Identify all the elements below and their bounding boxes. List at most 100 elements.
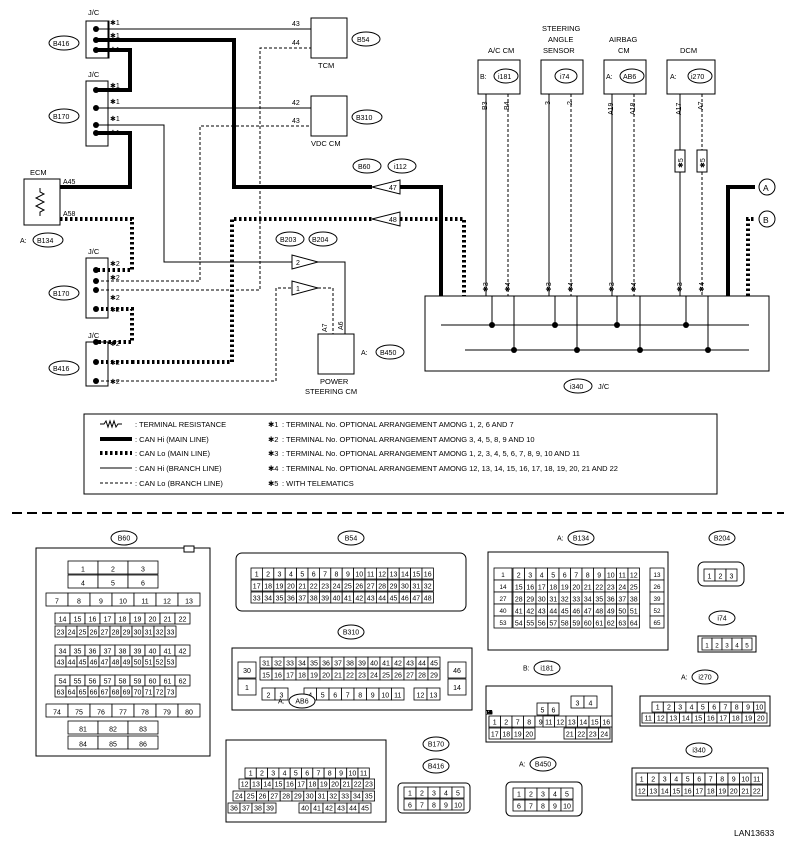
i74-pin: 5 (745, 643, 749, 650)
b310-pin: 22 (346, 673, 354, 680)
b170-pin: 9 (444, 803, 448, 810)
b204-pin: 1 (708, 574, 712, 581)
legend-text: : CAN Lo (BRANCH LINE) (135, 479, 223, 488)
i181-cell (523, 727, 536, 740)
b60-pin: 77 (119, 710, 127, 717)
b450-face-label-ellipse (529, 756, 557, 772)
i74-pin: 1 (705, 643, 709, 650)
b204-face-label: B204 (714, 536, 730, 543)
b60-cell (177, 703, 201, 718)
legend-resistance-symbol (100, 419, 122, 429)
b54-pin: 13 (390, 572, 398, 579)
b60-pin: 59 (134, 679, 142, 686)
b54-pin: 10 (355, 572, 363, 579)
b134-pin: 50 (618, 609, 626, 616)
i74-face-label-ellipse (708, 610, 736, 626)
ab6-cell (358, 802, 372, 814)
ab6-pin: 12 (241, 782, 249, 789)
ab6-pin: 42 (325, 806, 333, 813)
b60-pin: 34 (59, 649, 67, 656)
b134-pin: 36 (607, 597, 615, 604)
b54-pin: 36 (287, 596, 295, 603)
psc-pin-a6: A6 (338, 321, 345, 330)
b60-pin: 17 (104, 617, 112, 624)
b310-pin: 9 (371, 693, 375, 700)
star1-mark: ✱1 (110, 19, 120, 27)
star2-mark: ✱2 (110, 274, 120, 282)
b60-pin: 10 (119, 599, 127, 606)
b310-pin: 46 (453, 668, 461, 675)
ac-pin-b3: B3 (482, 101, 489, 110)
star2-mark: ✱2 (110, 260, 120, 268)
b134-pin: 37 (618, 597, 626, 604)
b450-pin: 2 (529, 792, 533, 799)
b54-pin: 14 (401, 572, 409, 579)
i74-face-outline (697, 635, 757, 653)
b416-face-label: B416 (428, 764, 444, 771)
b310-pin: 26 (394, 673, 402, 680)
b60-pin: 47 (101, 660, 109, 667)
b310-pin: 13 (430, 693, 438, 700)
b60-pin: 27 (101, 630, 109, 637)
i181-pin: 2 (504, 720, 508, 727)
b134-pin: 64 (630, 621, 638, 628)
i270-pin: 20 (757, 716, 765, 723)
b310-cell (426, 687, 441, 701)
b310-pin: 41 (382, 661, 390, 668)
i340-face-label-ellipse (685, 742, 713, 758)
star1-mark: ✱1 (110, 82, 120, 90)
b310-pin: 29 (430, 673, 438, 680)
ab6-pin: 22 (354, 782, 362, 789)
ab6-pin: 17 (297, 782, 305, 789)
b54-pin: 24 (333, 584, 341, 591)
b60-pin: 28 (112, 630, 120, 637)
ab6-pin: 40 (301, 806, 309, 813)
b60-cell (177, 592, 201, 607)
i270-pin: 6 (712, 705, 716, 712)
note-mark: ✱3 (268, 449, 278, 458)
ab6-pin: 36 (230, 806, 238, 813)
note-text: : TERMINAL No. OPTIONAL ARRANGEMENT AMON… (282, 449, 580, 458)
note-text: : TERMINAL No. OPTIONAL ARRANGEMENT AMON… (282, 464, 618, 473)
b60-cell (127, 720, 159, 735)
star3-mark: ✱3 (545, 282, 553, 292)
b134-pin: 45 (561, 609, 569, 616)
b134-pin: 65 (653, 620, 661, 627)
ab6-pin: 15 (275, 782, 283, 789)
b450-pin: 8 (541, 804, 545, 811)
i181-hidden-pin: 11 (486, 710, 493, 717)
i270-face-label-prefix: A: (681, 675, 688, 682)
b54-pin: 46 (401, 596, 409, 603)
jc-b170-label: J/C (88, 70, 100, 79)
dcm-pin-a7: A7 (698, 101, 705, 110)
b170-pin: 4 (444, 791, 448, 798)
b134-pin: 3 (528, 573, 532, 580)
i270-pin: 5 (701, 705, 705, 712)
ab6-pin: 41 (313, 806, 321, 813)
star1-mark: ✱1 (110, 129, 120, 137)
b134-face-label-prefix: A: (557, 536, 564, 543)
b134-pin: 38 (630, 597, 638, 604)
i270-pin: 19 (744, 716, 752, 723)
i74-pin: 4 (735, 643, 739, 650)
b450-pin: 3 (541, 792, 545, 799)
b60-pin: 38 (119, 649, 127, 656)
i74-face-label: i74 (717, 616, 726, 623)
b60-pin: 21 (164, 617, 172, 624)
b310-pin: 5 (321, 693, 325, 700)
b204-face-outline (697, 561, 745, 587)
i270-face-outline (639, 695, 771, 727)
i340-cell (750, 784, 763, 797)
b60-pin: 53 (167, 660, 175, 667)
i181-pin: 18 (502, 732, 510, 739)
b54-pin: 11 (367, 572, 374, 579)
star3-mark: ✱3 (608, 282, 616, 292)
i270-prefix: A: (670, 74, 677, 81)
b170-pin: 2 (420, 791, 424, 798)
steer-pin-2: 2 (567, 101, 574, 105)
i340-face-label: i340 (692, 748, 705, 755)
b54-connector-label: B54 (357, 37, 370, 44)
ab6-pin: 32 (329, 794, 337, 801)
i340-face-outline (631, 767, 769, 801)
b134-pin: 59 (572, 621, 580, 628)
